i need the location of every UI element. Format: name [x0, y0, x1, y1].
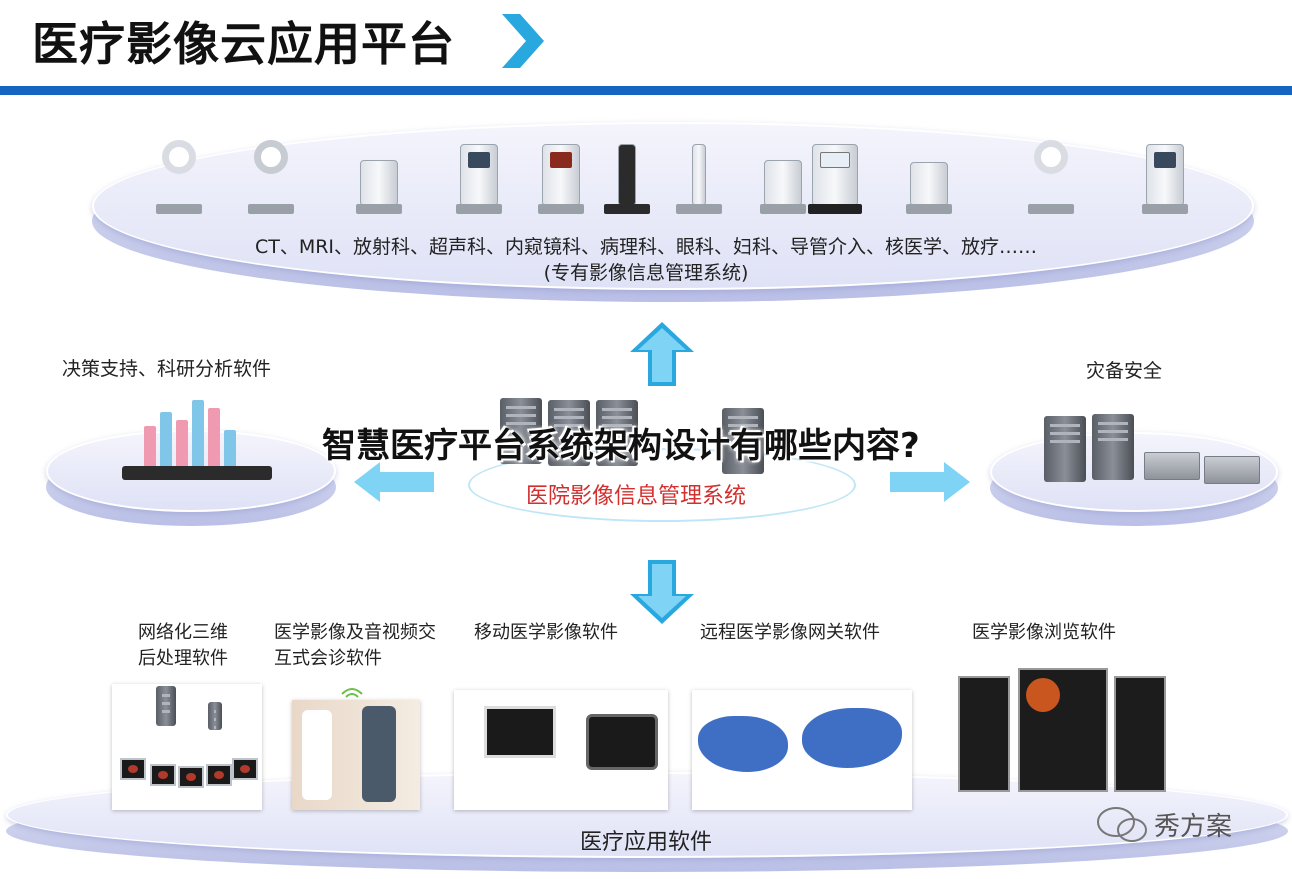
page-title: 医疗影像云应用平台 — [32, 17, 455, 71]
center-label: 医院影像信息管理系统 — [526, 484, 747, 509]
mri-scanner-icon — [240, 130, 302, 214]
app-label-consultation: 医学影像及音视频交 互式会诊软件 — [274, 622, 436, 669]
app-label-image-viewer: 医学影像浏览软件 — [972, 622, 1116, 643]
app-label-remote-gateway: 远程医学影像网关软件 — [700, 622, 880, 643]
left-node-label: 决策支持、科研分析软件 — [62, 358, 272, 380]
radiotherapy-icon — [1134, 130, 1196, 214]
arrow-down-icon — [630, 560, 694, 624]
arrow-right-icon — [890, 462, 970, 502]
chevron-right-icon — [502, 14, 544, 68]
workstation-icon — [800, 130, 870, 214]
nuclear-scanner-icon — [1020, 130, 1082, 214]
header-divider — [0, 86, 1292, 95]
cath-lab-icon — [898, 130, 960, 214]
watermark-text: 秀方案 — [1154, 812, 1233, 842]
right-platter — [990, 432, 1278, 512]
3d-processing-card — [112, 684, 262, 810]
wifi-icon — [341, 688, 363, 698]
bottom-platter-label: 医疗应用软件 — [579, 830, 712, 855]
right-node-label: 灾备安全 — [1086, 360, 1163, 382]
overlay-title: 智慧医疗平台系统架构设计有哪些内容? — [322, 426, 920, 466]
analytics-chart-icon — [122, 398, 272, 480]
consultation-card — [292, 700, 420, 810]
app-label-mobile-imaging: 移动医学影像软件 — [474, 622, 618, 643]
center-ring — [468, 448, 856, 522]
wechat-logo-icon — [1097, 807, 1147, 842]
ct-scanner-icon — [148, 130, 210, 214]
xray-machine-icon — [348, 130, 410, 214]
slit-lamp-icon — [668, 130, 730, 214]
remote-gateway-card — [692, 690, 912, 810]
monitor-device-icon — [752, 130, 814, 214]
mobile-imaging-card — [454, 690, 668, 810]
arrow-up-icon — [630, 322, 694, 386]
app-label-3d-processing: 网络化三维 后处理软件 — [138, 622, 228, 669]
arrow-left-icon — [354, 462, 434, 502]
left-platter — [46, 430, 336, 512]
ultrasound-icon — [448, 130, 510, 214]
endoscope-icon — [530, 130, 592, 214]
microscope-icon — [596, 130, 658, 214]
image-viewer-kiosk-icon — [958, 668, 1168, 798]
top-platter-departments: CT、MRI、放射科、超声科、内窥镜科、病理科、眼科、妇科、导管介入、核医学、放… — [254, 236, 1038, 258]
top-platter-subtitle: (专有影像信息管理系统) — [543, 262, 749, 284]
